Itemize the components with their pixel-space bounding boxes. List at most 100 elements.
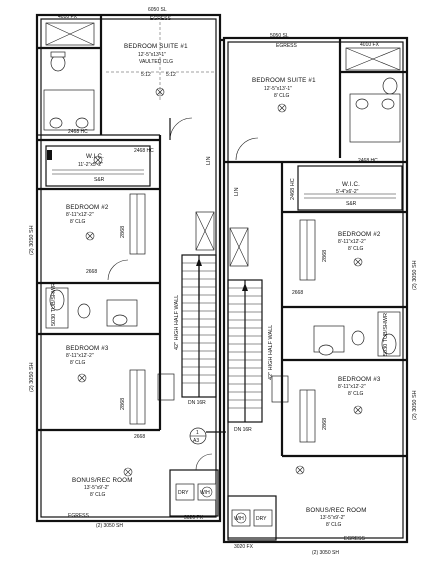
svg-text:8' CLG: 8' CLG [274,93,290,99]
svg-text:8'-11"x12'-2": 8'-11"x12'-2" [338,384,366,390]
svg-text:8' CLG: 8' CLG [70,219,86,225]
svg-text:S&R: S&R [346,201,357,207]
svg-text:8' CLG: 8' CLG [348,391,364,397]
right-bedroom-3: BEDROOM #3 8'-11"x12'-2" 8' CLG 2868 [271,375,381,443]
left-ceiling-light-icon [155,87,165,97]
left-wic-light-icon [93,155,103,165]
svg-text:1: 1 [196,430,199,436]
left-stairs: 42" HIGH HALF WALL DN 16R LIN [158,135,217,430]
svg-text:5030 TUB/SHWR: 5030 TUB/SHWR [383,313,389,356]
svg-text:W.I.C.: W.I.C. [342,181,360,188]
right-bonus-light-icon [295,465,305,475]
svg-text:DN 16R: DN 16R [188,400,206,406]
left-bath-2: 5030 TUB/SHWR [45,283,138,329]
svg-text:8' CLG: 8' CLG [326,522,342,528]
svg-text:BEDROOM SUITE #1: BEDROOM SUITE #1 [124,43,188,50]
svg-text:2468 HC: 2468 HC [290,178,296,200]
left-egress-bottom: EGRESS [68,513,90,519]
svg-text:42" HIGH HALF WALL: 42" HIGH HALF WALL [268,325,274,380]
left-top-window-label: 4010 FX [58,14,78,20]
svg-text:BEDROOM #2: BEDROOM #2 [338,231,381,238]
svg-text:VAULTED CLG: VAULTED CLG [139,59,173,65]
right-bed3-light-icon [353,405,363,415]
left-bonus-light-icon [123,467,133,477]
svg-text:3020 FX: 3020 FX [234,544,254,550]
svg-text:8' CLG: 8' CLG [348,246,364,252]
right-ceiling-light-icon [277,103,287,113]
left-toilet-2 [77,303,91,319]
right-bed2-light-icon [353,257,363,267]
svg-text:LIN: LIN [234,187,240,196]
right-toilet-2 [351,330,365,346]
left-window-bottom: (2) 3050 SH [96,523,123,529]
svg-text:BEDROOM SUITE #1: BEDROOM SUITE #1 [252,77,316,84]
left-egress-top: EGRESS [150,16,172,22]
left-bed3-light-icon [77,373,87,383]
right-bath-2: 5030 TUB/SHWR [313,311,401,357]
left-side-window-lower: (2) 3050 SH [29,362,35,392]
left-section-marker: 1 A3 [189,427,226,445]
svg-text:3020 FX: 3020 FX [184,515,204,521]
svg-text:2868: 2868 [322,418,328,430]
left-bonus-room: BONUS/REC ROOM 13'-5"x9'-2" 8' CLG [72,467,133,498]
right-wic: W.I.C. 5'-4"x6'-2" S&R 2468 HC [290,165,403,211]
left-toilet-1 [50,54,66,72]
svg-text:S&R: S&R [94,177,105,183]
left-suite-door-swing [169,117,193,141]
svg-text:BEDROOM #2: BEDROOM #2 [66,204,109,211]
right-laundry: W/H DRY 3020 FX [227,495,277,550]
svg-text:8'-11"x12'-2": 8'-11"x12'-2" [338,239,366,245]
svg-text:8' CLG: 8' CLG [70,360,86,366]
svg-text:8' CLG: 8' CLG [90,492,106,498]
svg-text:A3: A3 [193,438,199,444]
svg-text:42" HIGH HALF WALL: 42" HIGH HALF WALL [174,295,180,350]
svg-text:BONUS/REC ROOM: BONUS/REC ROOM [72,477,133,484]
left-top-window-label-2: 6050 SL [148,7,167,13]
right-exterior-wall [222,36,409,544]
svg-text:DRY: DRY [256,516,267,522]
right-stairs: 42" HIGH HALF WALL DN 16R LIN [227,162,284,456]
svg-text:12'-5"x13'-1": 12'-5"x13'-1" [264,86,292,92]
right-window-bottom: (2) 3050 SH [312,550,339,556]
svg-text:LIN: LIN [206,156,212,165]
right-egress-top: EGRESS [276,43,298,49]
right-top-window-label: 5050 SL [270,33,289,39]
svg-text:8'-11"x12'-2": 8'-11"x12'-2" [66,353,94,359]
right-bedroom-suite: BEDROOM SUITE #1 12'-5"x13'-1" 8' CLG [235,77,316,161]
svg-text:W/H: W/H [234,516,244,522]
right-unit: 5050 SL 4010 FX EGRESS 2468 HC BEDROOM S… [222,33,418,556]
svg-text:5030 TUB/SHWR: 5030 TUB/SHWR [51,283,57,326]
svg-text:DN 16R: DN 16R [234,427,252,433]
left-side-window-upper: (2) 3050 SH [29,225,35,255]
svg-text:11'-2"x5'-2": 11'-2"x5'-2" [78,162,103,168]
svg-text:BEDROOM #3: BEDROOM #3 [338,376,381,383]
left-laundry: DRY W/H 3020 FX [169,453,219,521]
svg-text:8'-11"x12'-2": 8'-11"x12'-2" [66,212,94,218]
right-bonus-room: BONUS/REC ROOM 13'-5"x9'-2" 8' CLG [295,465,367,528]
svg-text:2868: 2868 [120,398,126,410]
svg-text:W.I.C.: W.I.C. [86,153,104,160]
svg-text:BONUS/REC ROOM: BONUS/REC ROOM [306,507,367,514]
svg-text:13'-5"x9'-2": 13'-5"x9'-2" [320,515,345,521]
svg-text:5:12: 5:12 [141,72,151,78]
svg-text:2868: 2868 [120,226,126,238]
right-toilet-1 [382,77,398,95]
left-bedroom-3: BEDROOM #3 8'-11"x12'-2" 8' CLG 2868 266… [66,345,175,440]
right-side-window-upper: (2) 3050 SH [412,260,418,290]
svg-text:DRY: DRY [178,490,189,496]
svg-text:13'-5"x9'-2": 13'-5"x9'-2" [84,485,109,491]
right-side-window-lower: (2) 3050 SH [412,390,418,420]
svg-text:5:12: 5:12 [166,72,176,78]
svg-text:2668: 2668 [86,269,97,275]
svg-text:5'-4"x6'-2": 5'-4"x6'-2" [336,189,359,195]
left-bed2-light-icon [85,231,95,241]
svg-text:W/H: W/H [200,490,210,496]
svg-text:2468 HC: 2468 HC [134,148,154,154]
left-door-2468-top: 2468 HC [68,129,88,135]
svg-text:2668: 2668 [292,290,303,296]
svg-text:2668: 2668 [134,434,145,440]
left-unit: 2468 HC 4010 FX 6050 SL EGRESS BEDROOM S… [29,7,226,529]
left-bedroom-suite: BEDROOM SUITE #1 12'-5"x13'-1" VAULTED C… [106,22,214,141]
svg-text:2868: 2868 [322,250,328,262]
